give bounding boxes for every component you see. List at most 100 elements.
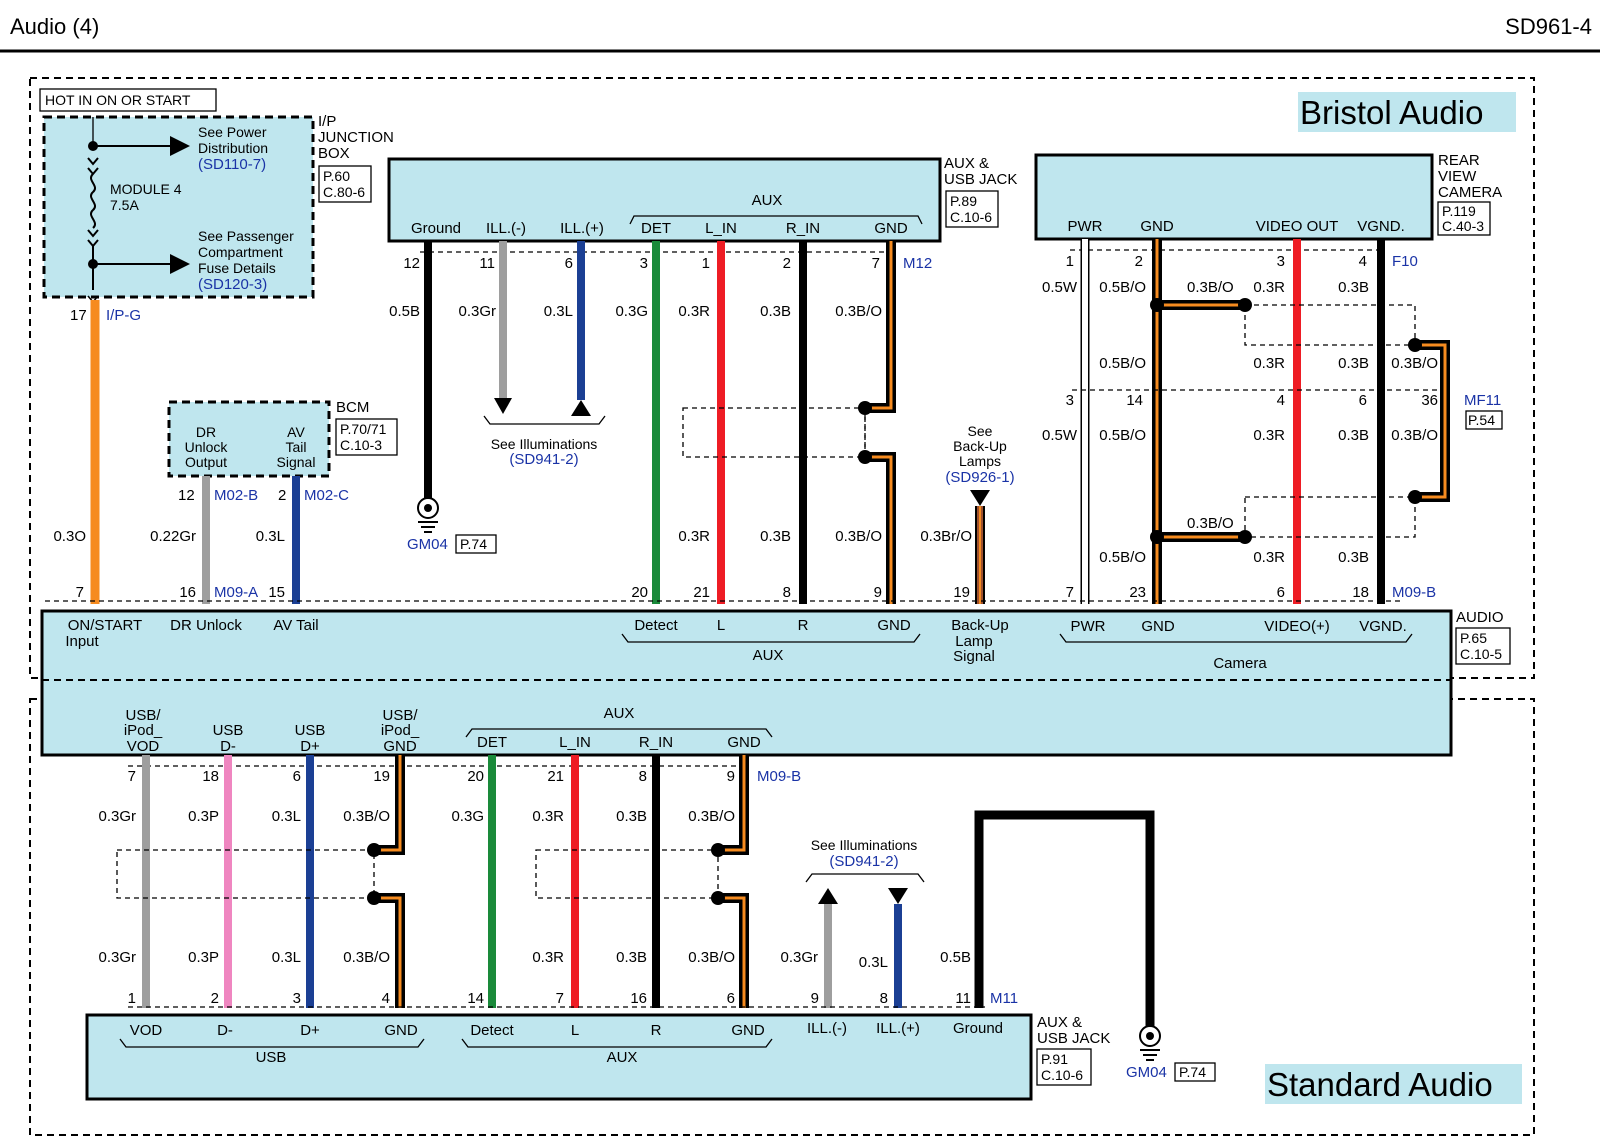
page-code: SD961-4	[1505, 14, 1592, 39]
svg-text:P.54: P.54	[1468, 412, 1495, 428]
svg-text:I/P: I/P	[318, 113, 336, 130]
svg-text:0.3B/O: 0.3B/O	[343, 808, 390, 825]
svg-text:M12: M12	[903, 255, 932, 272]
svg-text:USB: USB	[295, 722, 326, 739]
aux-top-pin-labels: Ground ILL.(-) ILL.(+) DET L_IN R_IN GND	[411, 220, 908, 237]
svg-text:C.10-5: C.10-5	[1460, 646, 1502, 662]
svg-text:12: 12	[178, 487, 195, 504]
svg-text:0.3R: 0.3R	[532, 808, 564, 825]
svg-text:0.3B: 0.3B	[760, 303, 791, 320]
camera-pin-numbers: 1 2 3 4	[1066, 253, 1367, 270]
svg-text:0.3Gr: 0.3Gr	[458, 303, 496, 320]
svg-text:0.3B: 0.3B	[1338, 355, 1369, 372]
svg-text:ILL.(-): ILL.(-)	[486, 220, 526, 237]
svg-text:C.40-3: C.40-3	[1442, 218, 1484, 234]
svg-text:L_IN: L_IN	[705, 220, 737, 237]
page-header: Audio (4) SD961-4	[0, 14, 1600, 53]
svg-text:(SD926-1): (SD926-1)	[945, 469, 1014, 486]
aux-jack-bottom-name: AUX & USB JACK	[1037, 1014, 1110, 1047]
aux-bottom-pins: 1 2 3 4 14 7 16 6 9 8 11	[128, 990, 971, 1007]
svg-text:0.3L: 0.3L	[272, 808, 301, 825]
svg-text:Signal: Signal	[277, 454, 316, 470]
svg-text:D-: D-	[217, 1022, 233, 1039]
svg-text:0.3B/O: 0.3B/O	[1187, 515, 1234, 532]
svg-text:ILL.(+): ILL.(+)	[560, 220, 604, 237]
svg-text:7: 7	[128, 768, 136, 785]
svg-text:R_IN: R_IN	[786, 220, 820, 237]
svg-text:0.3L: 0.3L	[859, 954, 888, 971]
svg-text:P.74: P.74	[1179, 1064, 1206, 1080]
svg-text:0.3R: 0.3R	[1253, 549, 1285, 566]
svg-text:(SD941-2): (SD941-2)	[509, 451, 578, 468]
svg-text:AUX &: AUX &	[1037, 1014, 1082, 1031]
svg-text:7: 7	[76, 584, 84, 601]
svg-text:L_IN: L_IN	[559, 734, 591, 751]
svg-text:M02-C: M02-C	[304, 487, 349, 504]
svg-text:Tail: Tail	[285, 439, 306, 455]
svg-text:M02-B: M02-B	[214, 487, 258, 504]
svg-text:0.5B: 0.5B	[389, 303, 420, 320]
svg-text:3: 3	[1277, 253, 1285, 270]
svg-text:0.22Gr: 0.22Gr	[150, 528, 196, 545]
svg-text:CAMERA: CAMERA	[1438, 184, 1502, 201]
svg-text:GND: GND	[384, 1022, 418, 1039]
svg-text:VIEW: VIEW	[1438, 168, 1477, 185]
ground-symbol-gm04-top	[417, 497, 439, 533]
audio-top-pin-numbers: 7 16 15 20 21 8 9 19 7 23 6 18	[76, 584, 1369, 601]
svg-text:USB/: USB/	[125, 707, 161, 724]
svg-text:18: 18	[1352, 584, 1369, 601]
svg-text:0.3G: 0.3G	[451, 808, 484, 825]
svg-text:1: 1	[1066, 253, 1074, 270]
svg-text:23: 23	[1129, 584, 1146, 601]
svg-text:P.89: P.89	[950, 193, 977, 209]
svg-text:DET: DET	[641, 220, 671, 237]
svg-text:0.5W: 0.5W	[1042, 427, 1078, 444]
camera-lower-wire-labels: 0.5W 0.5B/O 0.3R 0.3B 0.3B/O	[1042, 427, 1438, 444]
svg-text:USB JACK: USB JACK	[1037, 1030, 1110, 1047]
svg-text:C.80-6: C.80-6	[323, 184, 365, 200]
svg-text:iPod_: iPod_	[124, 722, 163, 739]
svg-text:AUX: AUX	[604, 705, 635, 722]
svg-text:9: 9	[811, 990, 819, 1007]
aux-bottom-labels: VOD D- D+ GND Detect L R GND ILL.(-) ILL…	[130, 1020, 1003, 1039]
svg-text:VIDEO(+): VIDEO(+)	[1264, 618, 1329, 635]
svg-text:4: 4	[1359, 253, 1367, 270]
svg-text:0.3Br/O: 0.3Br/O	[920, 528, 972, 545]
svg-text:4: 4	[1277, 392, 1285, 409]
svg-text:P.60: P.60	[323, 168, 350, 184]
aux-top-lower-wire-labels: 0.3R 0.3B 0.3B/O	[678, 528, 882, 545]
svg-text:3: 3	[1066, 392, 1074, 409]
svg-text:14: 14	[1126, 392, 1143, 409]
svg-text:2: 2	[1135, 253, 1143, 270]
svg-text:7: 7	[556, 990, 564, 1007]
aux-jack-bottom-box	[85, 1013, 1033, 1101]
svg-text:0.3R: 0.3R	[532, 949, 564, 966]
svg-text:0.3B/O: 0.3B/O	[343, 949, 390, 966]
aux-jack-top-box	[387, 157, 942, 243]
svg-text:7.5A: 7.5A	[110, 197, 139, 213]
svg-text:0.5W: 0.5W	[1042, 279, 1078, 296]
svg-text:AUX &: AUX &	[944, 155, 989, 172]
svg-text:Back-Up: Back-Up	[953, 438, 1007, 454]
svg-text:PWR: PWR	[1068, 218, 1103, 235]
svg-text:0.3B/O: 0.3B/O	[1391, 427, 1438, 444]
svg-text:See Passenger: See Passenger	[198, 228, 294, 244]
svg-text:Ground: Ground	[953, 1020, 1003, 1037]
audio-bottom-pins: 7 18 6 19 20 21 8 9	[128, 768, 735, 785]
svg-text:0.3R: 0.3R	[1253, 427, 1285, 444]
ground-symbol-gm04-bottom	[1139, 1025, 1161, 1061]
svg-text:C.10-6: C.10-6	[1041, 1067, 1083, 1083]
svg-text:Distribution: Distribution	[198, 140, 268, 156]
svg-text:0.3B/O: 0.3B/O	[688, 949, 735, 966]
svg-text:VGND.: VGND.	[1359, 618, 1407, 635]
svg-text:0.3L: 0.3L	[272, 949, 301, 966]
svg-text:See Power: See Power	[198, 124, 267, 140]
svg-text:USB/: USB/	[382, 707, 418, 724]
svg-text:VOD: VOD	[127, 738, 160, 755]
svg-text:6: 6	[1277, 584, 1285, 601]
svg-text:ILL.(+): ILL.(+)	[876, 1020, 920, 1037]
svg-text:D+: D+	[300, 738, 320, 755]
svg-text:M09-A: M09-A	[214, 584, 258, 601]
svg-text:USB JACK: USB JACK	[944, 171, 1017, 188]
camera-pin-labels: PWR GND VIDEO OUT VGND.	[1068, 218, 1405, 235]
